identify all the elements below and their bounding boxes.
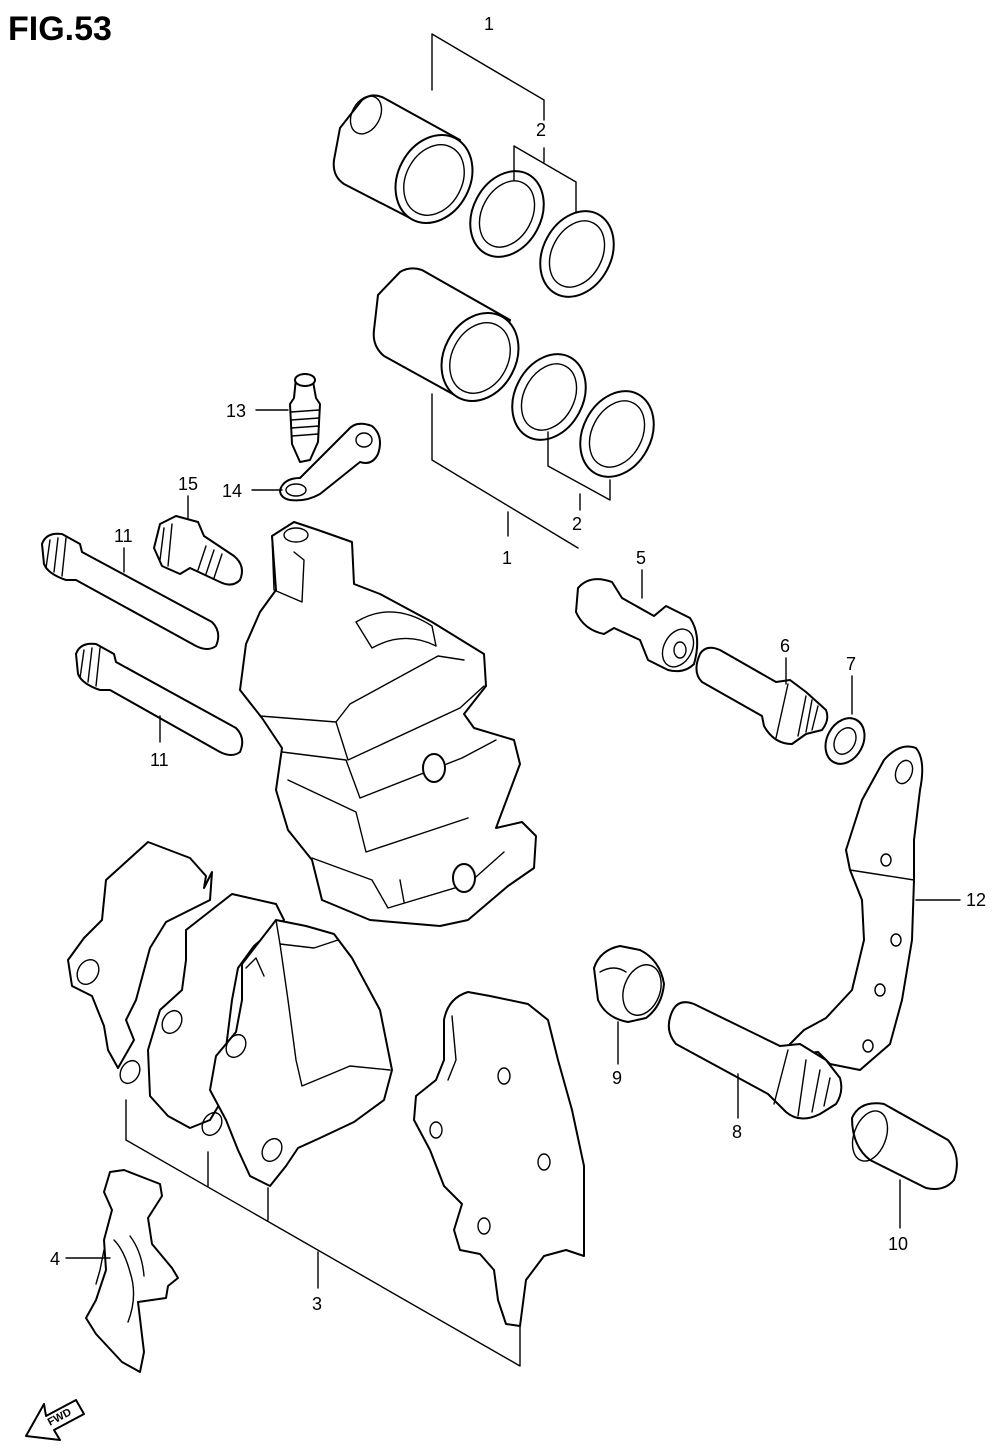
bracket-slide-pin[interactable]: [846, 1102, 958, 1190]
pad-pin-lower[interactable]: [75, 642, 244, 756]
callout-2-top: 2: [536, 120, 546, 140]
seal-lower-a[interactable]: [498, 341, 600, 452]
dust-boot[interactable]: [593, 945, 668, 1023]
pad-spring[interactable]: [85, 1169, 179, 1373]
seal-upper-a[interactable]: [456, 158, 558, 269]
callout-5: 5: [636, 548, 646, 568]
forward-direction-arrow: FWD: [25, 1399, 85, 1441]
callout-3: 3: [312, 1294, 322, 1314]
bleeder-valve[interactable]: [289, 373, 321, 463]
callout-2-bottom: 2: [572, 514, 582, 534]
callout-1-top: 1: [484, 14, 494, 34]
slide-pin-bushing[interactable]: [575, 578, 700, 673]
callout-15: 15: [178, 474, 198, 494]
callout-4: 4: [50, 1249, 60, 1269]
figure-title: FIG.53: [8, 10, 112, 48]
brake-pad-front[interactable]: [413, 991, 585, 1327]
washer[interactable]: [818, 711, 872, 770]
callout-9: 9: [612, 1068, 622, 1088]
bleeder-cap[interactable]: [279, 422, 381, 502]
pad-shim-back[interactable]: [67, 841, 213, 1087]
callout-11-upper: 11: [114, 526, 133, 546]
seal-lower-b[interactable]: [566, 378, 668, 489]
pad-pin-upper[interactable]: [41, 532, 220, 650]
piston-upper[interactable]: [332, 91, 488, 237]
mounting-bolt[interactable]: [153, 515, 243, 586]
caliper-bracket[interactable]: [789, 745, 924, 1071]
slide-pin[interactable]: [695, 646, 829, 745]
leader-lines: [65, 33, 961, 1367]
callout-14: 14: [222, 481, 242, 501]
seal-upper-b[interactable]: [526, 198, 628, 309]
caliper-body[interactable]: [239, 521, 537, 927]
callout-12: 12: [966, 890, 986, 910]
callout-1-bottom: 1: [502, 548, 512, 568]
callout-6: 6: [780, 636, 790, 656]
callout-11-lower: 11: [150, 750, 169, 770]
piston-lower[interactable]: [372, 267, 534, 414]
callout-13: 13: [226, 401, 246, 421]
brake-pad[interactable]: [209, 919, 393, 1187]
callout-8: 8: [732, 1122, 742, 1142]
callout-7: 7: [846, 654, 856, 674]
bracket-pin[interactable]: [667, 1001, 843, 1120]
callout-10: 10: [888, 1234, 908, 1254]
callout-labels: 1 2 13 14 15 11 11 2 1 5 6 7 12 9 8 10 4…: [50, 14, 986, 1314]
